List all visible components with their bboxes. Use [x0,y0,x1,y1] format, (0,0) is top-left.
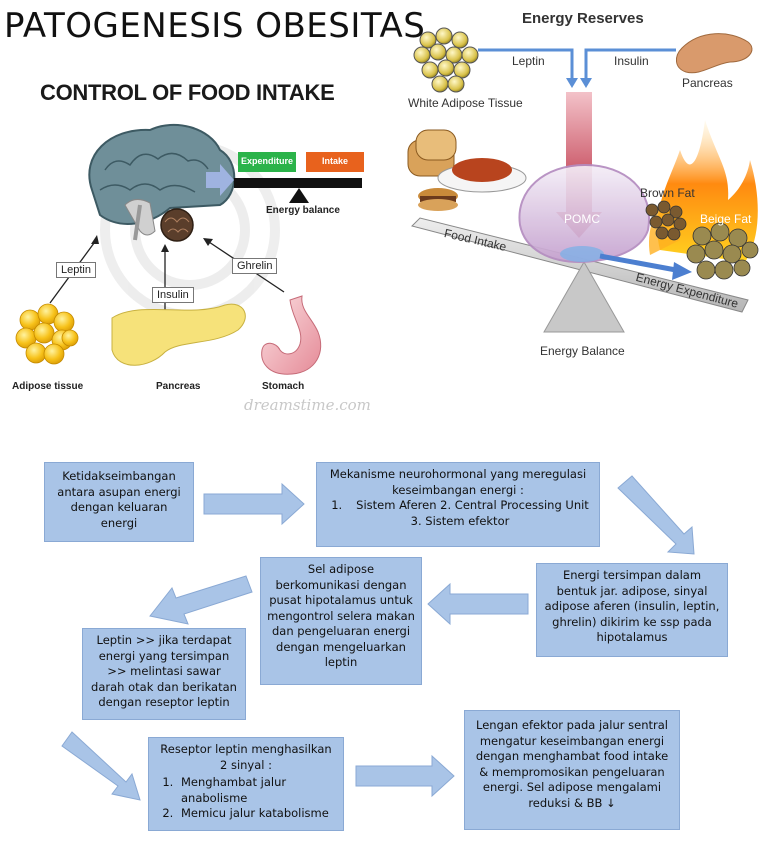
stomach-illustration [261,295,322,375]
energy-balance-caption: Energy balance [266,205,340,216]
flow-box-1-text: Ketidakseimbangan antara asupan energi d… [57,469,181,530]
signal-arrowheads [91,235,213,252]
arrow-1-to-2 [203,482,305,526]
flow-box-3-text: Energi tersimpan dalam bentuk jar. adipo… [544,568,720,644]
energy-reserves-heading: Energy Reserves [522,10,644,27]
leptin-right-label: Leptin [512,54,545,68]
brain-to-balance-arrow [206,164,234,196]
white-adipose-caption: White Adipose Tissue [408,96,523,110]
flow-box-7: Lengan efektor pada jalur sentral mengat… [464,710,680,830]
brain-illustration [88,123,236,242]
pancreas-right-caption: Pancreas [682,76,733,90]
leptin-label: Leptin [56,262,96,278]
pomc-label: POMC [564,212,600,226]
pomc-brain-illustration [518,163,651,264]
flow-box-2-intro: Mekanisme neurohormonal yang meregulasi … [329,467,587,497]
arrow-5-to-6 [61,731,141,801]
ghrelin-label: Ghrelin [232,258,278,274]
flow-box-6-item-2: Memicu jalur katabolisme [177,806,337,822]
flow-box-4: Sel adipose berkomunikasi dengan pusat h… [260,557,422,685]
flow-box-3: Energi tersimpan dalam bentuk jar. adipo… [536,563,728,657]
balance-expenditure-label: Expenditure [240,156,293,166]
watermark-text: dreamstime.com [244,396,371,414]
flow-box-7-text: Lengan efektor pada jalur sentral mengat… [475,718,669,810]
beige-fat-label: Beige Fat [700,212,752,226]
beige-fat-illustration [686,222,759,280]
scale-beam [411,217,749,313]
pancreas-illustration [111,303,246,366]
scale-base [543,260,625,333]
white-adipose-illustration [413,27,479,93]
flow-arrows [61,475,695,801]
arrow-3-to-4 [427,582,529,626]
expenditure-arrow [599,253,677,273]
arrow-6-to-7 [355,754,455,798]
page-title: PATOGENESIS OBESITAS [4,6,426,46]
balance-intake-label: Intake [321,156,348,166]
arrow-2-to-3 [617,475,695,555]
flow-box-6-intro: Reseptor leptin menghasilkan 2 sinyal : [160,742,332,772]
flow-box-2-item-1: Sistem Aferen 2. Central Processing Unit… [356,498,589,528]
energy-balance-label: Energy Balance [540,344,625,358]
reserve-signal-lines [478,48,676,80]
food-illustration [407,129,527,211]
control-food-intake-heading: CONTROL OF FOOD INTAKE [40,80,335,105]
adipose-tissue-illustration [15,303,79,365]
arrow-4-to-5 [149,575,253,625]
brown-fat-label: Brown Fat [640,186,695,200]
energy-balance-scale [234,152,364,203]
flow-box-2: Mekanisme neurohormonal yang meregulasi … [316,462,600,547]
pancreas-right-illustration [676,33,753,74]
stomach-caption: Stomach [262,381,305,392]
flow-box-5: Leptin >> jika terdapat energi yang ters… [82,628,246,720]
flow-box-6-item-1: Menghambat jalur anabolisme [177,775,337,806]
flow-box-1: Ketidakseimbangan antara asupan energi d… [44,462,194,542]
brown-fat-illustration [645,200,687,241]
flow-box-6: Reseptor leptin menghasilkan 2 sinyal : … [148,737,344,831]
insulin-right-label: Insulin [614,54,649,68]
insulin-label: Insulin [152,287,194,303]
pancreas-caption: Pancreas [156,381,201,392]
flow-box-5-text: Leptin >> jika terdapat energi yang ters… [91,633,237,709]
flow-box-4-text: Sel adipose berkomunikasi dengan pusat h… [267,562,415,669]
adipose-tissue-caption: Adipose tissue [12,381,84,392]
